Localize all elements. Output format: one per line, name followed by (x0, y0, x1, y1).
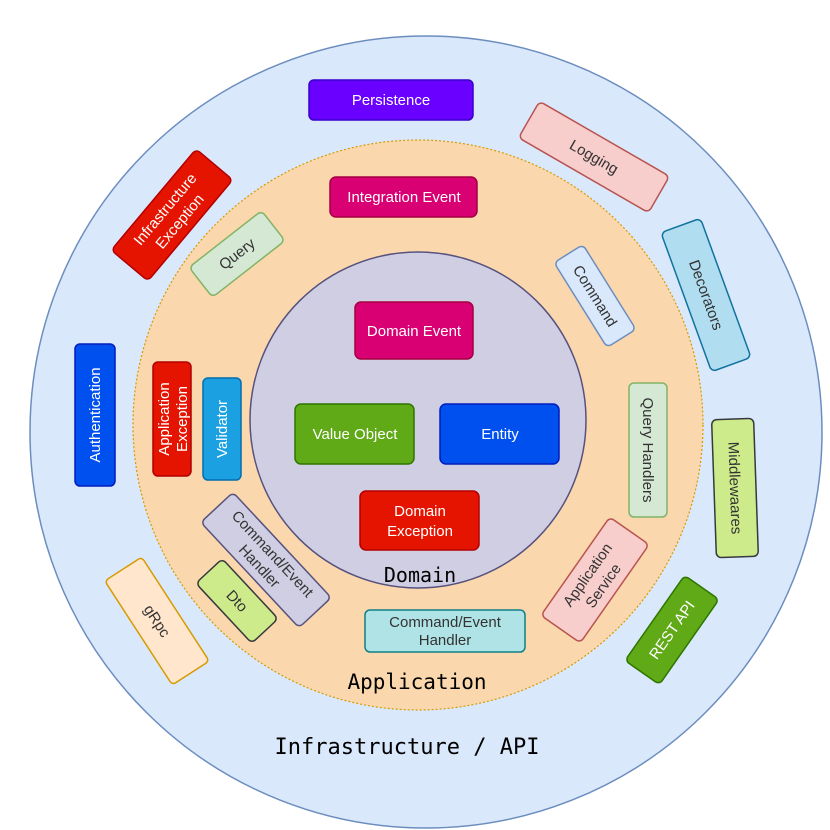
query-box: Query (190, 211, 284, 297)
domain-exception-label-line1: Domain (394, 503, 446, 520)
query-handlers-label: Query Handlers (639, 397, 656, 502)
application-exception-label-line1: Application (156, 382, 173, 455)
authentication-box: Authentication (74, 343, 116, 487)
entity-box: Entity (439, 403, 560, 465)
domain-event-box: Domain Event (354, 301, 474, 360)
validator-label: Validator (214, 400, 231, 458)
application-exception-box: Application Exception (152, 361, 192, 477)
middlewares-label: Middlewaares (724, 441, 744, 534)
domain-ring (249, 251, 587, 589)
application-ring-label: Application (347, 670, 486, 694)
grpc-box: gRpc (105, 557, 209, 685)
integration-event-box: Integration Event (329, 176, 478, 218)
persistence-box: Persistence (308, 79, 474, 121)
domain-exception-box: Domain Exception (359, 490, 480, 551)
domain-exception-label-line2: Exception (387, 523, 453, 540)
command-event-handler-bottom-line1: Command/Event (389, 614, 502, 631)
infrastructure-ring-label: Infrastructure / API (275, 735, 540, 760)
validator-box: Validator (202, 377, 242, 481)
domain-ring-label: Domain (384, 563, 456, 587)
dto-box: Dto (197, 560, 277, 642)
decorators-box: Decorators (661, 218, 751, 372)
entity-label: Entity (481, 426, 519, 443)
application-service-box: Application Service (542, 518, 648, 642)
command-event-handler-bottom-box: Command/Event Handler (364, 609, 526, 653)
integration-event-label: Integration Event (347, 189, 461, 206)
authentication-label: Authentication (87, 367, 104, 462)
domain-event-label: Domain Event (367, 323, 462, 340)
query-handlers-box: Query Handlers (628, 382, 668, 518)
command-event-handler-bottom-line2: Handler (419, 632, 472, 649)
persistence-label: Persistence (352, 92, 430, 109)
logging-box: Logging (519, 102, 669, 212)
value-object-label: Value Object (313, 426, 399, 443)
application-exception-label-line2: Exception (174, 386, 191, 452)
middlewares-box: Middlewaares (711, 417, 759, 559)
value-object-box: Value Object (294, 403, 415, 465)
